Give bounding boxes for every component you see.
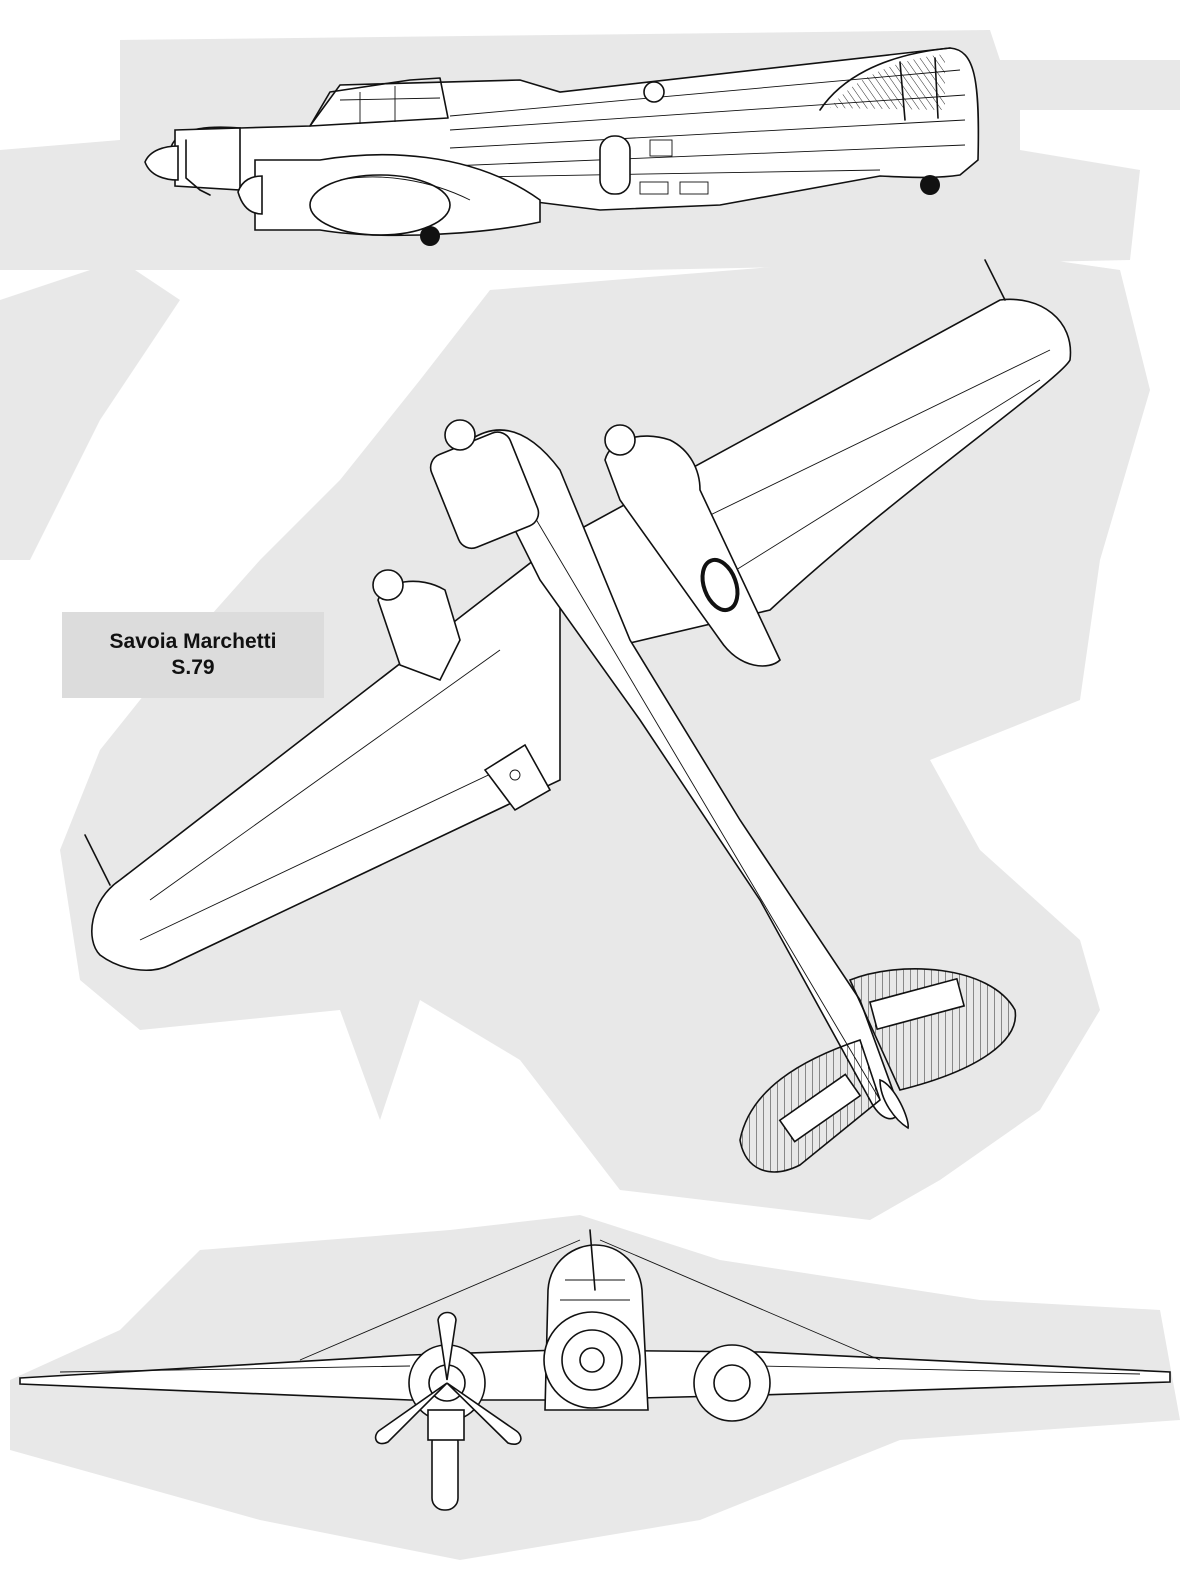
fin-hatching (830, 54, 945, 110)
title-caption: Savoia Marchetti S.79 (62, 612, 324, 698)
engine-nacelle-nose (429, 419, 540, 550)
caption-line-2: S.79 (171, 656, 215, 679)
caption-line-1: Savoia Marchetti (109, 630, 277, 653)
engine-nacelle-left (372, 569, 461, 682)
side-view (144, 47, 980, 246)
engine-nacelle-right (604, 424, 781, 667)
plan-view (84, 259, 1072, 1173)
front-view (19, 1229, 1171, 1511)
